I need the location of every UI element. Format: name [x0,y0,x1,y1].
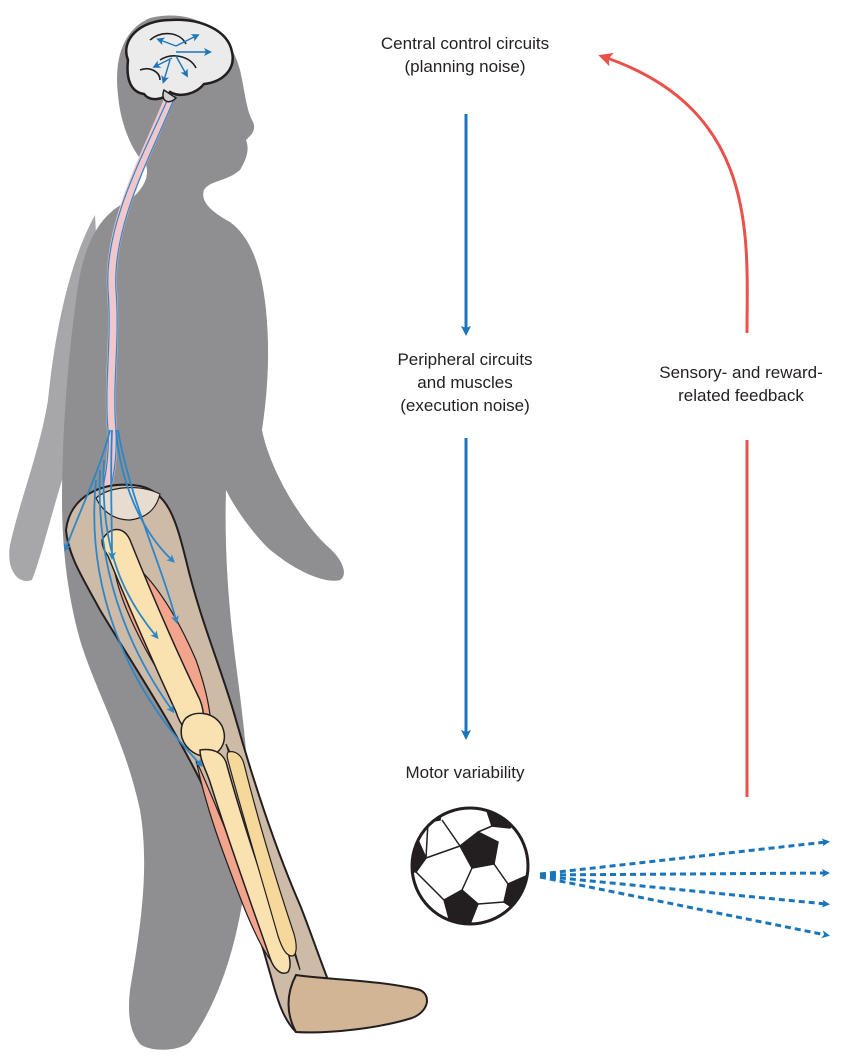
feedback-arrow-upper [604,57,747,333]
foot [289,975,427,1032]
label-central-control: Central control circuits (planning noise… [330,32,600,78]
label-feedback-line-1: Sensory- and reward- [636,361,844,384]
label-central-line-1: Central control circuits [330,32,600,55]
label-motor-line-1: Motor variability [340,761,590,784]
label-peripheral-line-3: (execution noise) [340,394,590,417]
human-figure [9,15,427,1049]
trajectory-4 [540,877,826,935]
label-feedback-line-2: related feedback [636,384,844,407]
label-peripheral-circuits: Peripheral circuits and muscles (executi… [340,348,590,417]
trajectory-3 [540,876,826,904]
trajectory-2 [540,873,826,875]
label-peripheral-line-2: and muscles [340,371,590,394]
ball-trajectories [540,842,826,935]
trajectory-1 [540,842,826,874]
label-motor-variability: Motor variability [340,761,590,784]
label-central-line-2: (planning noise) [330,55,600,78]
label-peripheral-line-1: Peripheral circuits [340,348,590,371]
label-sensory-feedback: Sensory- and reward- related feedback [636,361,844,407]
soccer-ball-icon [402,800,532,924]
